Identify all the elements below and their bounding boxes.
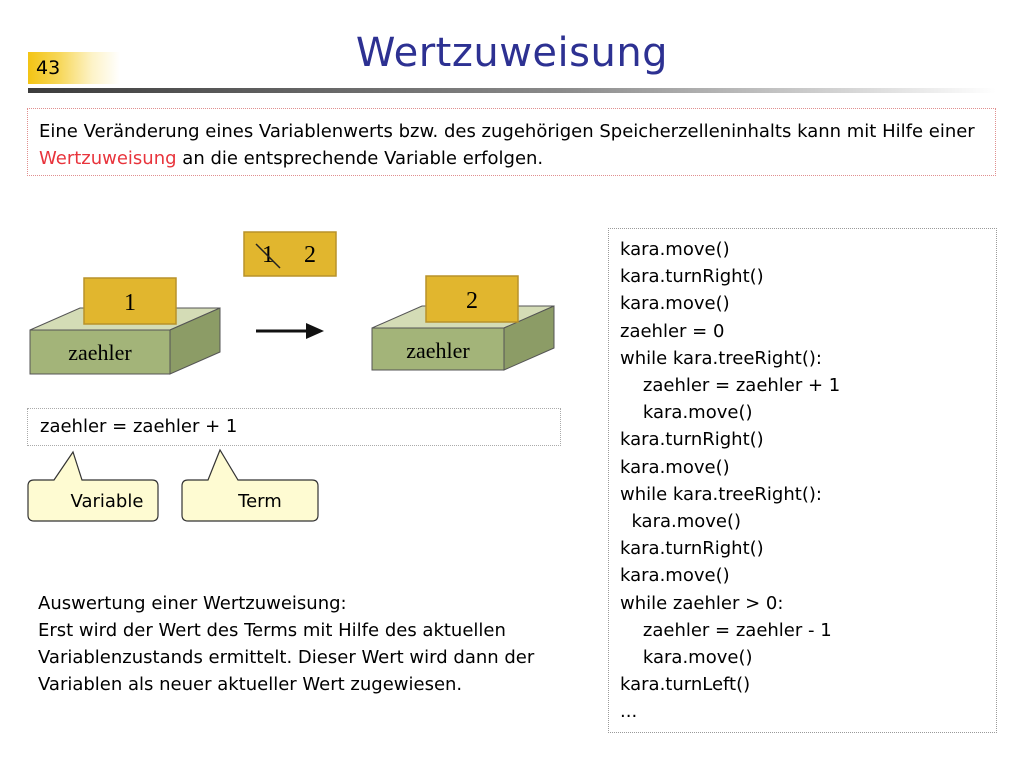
variable-box-before: 1 zaehler: [29, 277, 221, 375]
callout-variable-label: Variable: [70, 491, 144, 512]
assignment-diagram: 1 2 1 zaehler 2 zaehler: [29, 231, 555, 375]
intro-text-start: Eine Veränderung eines Variablenwerts bz…: [39, 121, 975, 142]
explanation-text: Auswertung einer Wertzuweisung: Erst wir…: [38, 590, 578, 698]
code-line: kara.turnRight(): [620, 429, 764, 451]
code-line: while kara.treeRight():: [620, 483, 822, 505]
intro-highlight-term: Wertzuweisung: [39, 148, 177, 169]
intro-text-box: Eine Veränderung eines Variablenwerts bz…: [27, 108, 996, 176]
callout-shapes: [27, 448, 319, 522]
incoming-new-value: 2: [304, 242, 316, 268]
arrow-icon: [256, 323, 324, 339]
box-label-before: zaehler: [68, 340, 132, 365]
slide-number: 43: [28, 52, 120, 84]
box-label-after: zaehler: [406, 338, 470, 363]
explanation-heading: Auswertung einer Wertzuweisung:: [38, 593, 347, 614]
code-line: kara.move(): [620, 402, 753, 424]
code-line: ...: [620, 701, 638, 723]
slide-title: Wertzuweisung: [355, 30, 669, 76]
incoming-value-card: 1 2: [243, 231, 337, 277]
variable-box-after: 2 zaehler: [371, 275, 555, 371]
code-line: while zaehler > 0:: [620, 592, 784, 614]
callout-term-label: Term: [238, 491, 282, 512]
code-line: zaehler = zaehler - 1: [620, 619, 832, 641]
title-divider: [28, 88, 996, 93]
code-line: kara.move(): [620, 647, 753, 669]
code-listing: kara.move() kara.turnRight() kara.move()…: [608, 228, 997, 733]
code-line: zaehler = 0: [620, 320, 725, 342]
code-line: kara.turnLeft(): [620, 674, 751, 696]
code-line: kara.move(): [620, 293, 730, 315]
variable-callout-shape: [27, 450, 159, 522]
value-card-after: [425, 275, 519, 323]
code-line: while kara.treeRight():: [620, 347, 822, 369]
explanation-body: Erst wird der Wert des Terms mit Hilfe d…: [38, 620, 535, 695]
assignment-expression: zaehler = zaehler + 1: [27, 408, 561, 446]
code-line: kara.move(): [620, 456, 730, 478]
intro-text-end: an die entsprechende Variable erfolgen.: [176, 148, 544, 169]
code-line: kara.move(): [620, 565, 730, 587]
value-after: 2: [466, 288, 478, 314]
code-line: zaehler = zaehler + 1: [620, 375, 841, 397]
value-card-before: [83, 277, 177, 325]
code-line: kara.turnRight(): [620, 266, 764, 288]
code-line: kara.move(): [620, 511, 742, 533]
strikethrough-mark: [255, 243, 281, 269]
value-before: 1: [124, 290, 136, 316]
code-line: kara.turnRight(): [620, 538, 764, 560]
term-callout-shape: [181, 448, 319, 522]
code-line: kara.move(): [620, 239, 730, 260]
